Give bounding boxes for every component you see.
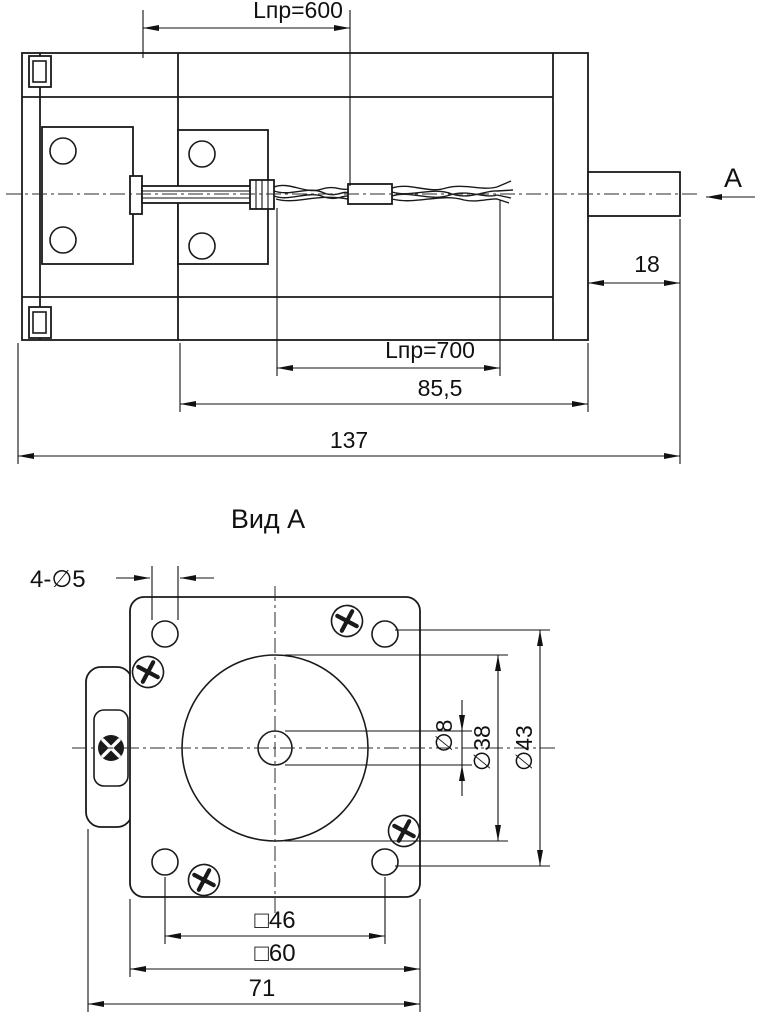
block-hole [188,140,216,168]
wire-frayed-ends [496,180,514,204]
side-view: Lпр=600 А 18 Lпр=700 85,5 137 [6,0,755,464]
shaft-hub [129,175,143,215]
dim-hole-spacing-label: □46 [254,907,295,934]
block-hole [49,226,77,254]
mounting-hole-top-left [151,620,179,648]
dim-shaft-18: 18 [588,219,681,464]
assembly-screw-top-left [131,655,165,689]
wire-bundle-left [273,184,349,202]
front-view: Вид А [30,504,558,1012]
encoder-block [41,126,134,265]
dim-wire-600: Lпр=600 [142,0,351,186]
mounting-hole-bottom-left [151,848,179,876]
dim-shaft-diameter-label: ∅8 [431,720,457,753]
terminal-tab-top [28,55,52,88]
block-hole [188,232,216,260]
dim-18-label: 18 [634,251,660,277]
dim-pilot-diameter: ∅38 [285,654,508,842]
view-a-indicator: А [706,163,755,200]
dim-boss-diameter: ∅43 [395,629,550,867]
dim-85-5-label: 85,5 [418,375,463,401]
mounting-hole-bottom-right [371,848,399,876]
dim-wire-600-label: Lпр=600 [253,0,343,23]
dim-body-size: □60 [129,899,421,1012]
dim-137-label: 137 [330,427,368,453]
view-a-label: А [724,163,742,193]
dim-mounting-holes: 4-∅5 [30,566,214,620]
assembly-screw-bottom-left [187,863,221,897]
assembly-screw-top-right [330,604,364,638]
dim-wire-700-label: Lпр=700 [385,337,475,363]
terminal-tab-bottom [28,306,52,339]
dim-body-size-label: □60 [254,940,295,967]
dim-overall-width: 71 [87,829,420,1012]
dim-85-5: 85,5 [179,343,589,412]
dim-boss-diameter-label: ∅43 [511,725,537,771]
dim-overall-width-label: 71 [249,975,276,1002]
block-hole [49,137,77,165]
dim-wire-700: Lпр=700 [276,200,501,376]
mounting-hole-top-right [371,620,399,648]
assembly-screw-bottom-right [387,814,421,848]
front-view-title: Вид А [231,504,305,534]
dim-hole-spacing: □46 [164,877,386,944]
dim-shaft-diameter: ∅8 [285,700,472,796]
dim-pilot-diameter-label: ∅38 [469,725,495,771]
dim-mounting-holes-label: 4-∅5 [30,566,86,593]
dim-137: 137 [17,343,680,464]
